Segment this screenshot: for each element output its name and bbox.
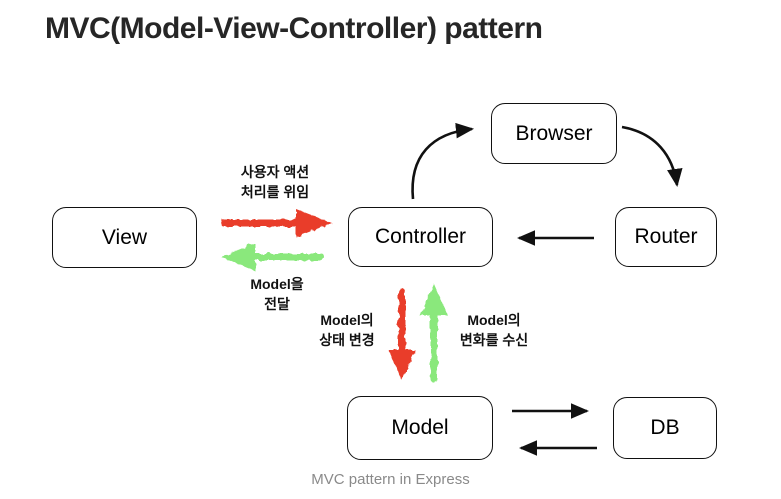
node-view-label: View — [101, 225, 148, 249]
edge-label-line: Model의 — [467, 312, 521, 328]
controller-to-view-arrow — [221, 243, 325, 271]
edge-label-line: 변화를 수신 — [459, 332, 529, 348]
diagram-title: MVC(Model-View-Controller) pattern — [45, 12, 543, 45]
edge-label-receive-model-change: Model의 변화를 수신 — [414, 310, 574, 350]
controller-to-browser-arrow — [411, 122, 475, 200]
controller-to-model-arrow — [388, 288, 416, 381]
edge-label-deliver-model: Model을 전달 — [197, 274, 357, 314]
node-router: Router — [615, 207, 717, 267]
edge-label-line: Model을 — [250, 276, 304, 292]
edge-label-delegate-user-action: 사용자 액션 처리를 위임 — [195, 162, 355, 202]
node-router-label: Router — [634, 225, 698, 248]
edge-label-line: Model의 — [320, 312, 374, 328]
edge-label-model-state-change: Model의 상태 변경 — [267, 310, 427, 350]
node-browser: Browser — [491, 103, 617, 164]
node-db: DB — [613, 397, 717, 459]
view-to-controller-arrow — [220, 209, 332, 237]
node-view: View — [52, 207, 197, 268]
edge-label-line: 처리를 위임 — [240, 184, 310, 200]
diagram-caption: MVC pattern in Express — [311, 471, 470, 488]
browser-to-router-arrow — [621, 125, 683, 188]
edge-label-line: 상태 변경 — [319, 332, 375, 348]
node-db-label: DB — [650, 416, 680, 439]
node-model: Model — [347, 396, 493, 460]
node-browser-label: Browser — [515, 121, 593, 145]
model-to-controller-arrow — [420, 284, 448, 383]
node-model-label: Model — [391, 416, 449, 439]
edge-label-line: 사용자 액션 — [240, 164, 310, 180]
node-controller: Controller — [348, 207, 493, 267]
edge-label-line: 전달 — [264, 296, 290, 312]
node-controller-label: Controller — [374, 225, 467, 248]
